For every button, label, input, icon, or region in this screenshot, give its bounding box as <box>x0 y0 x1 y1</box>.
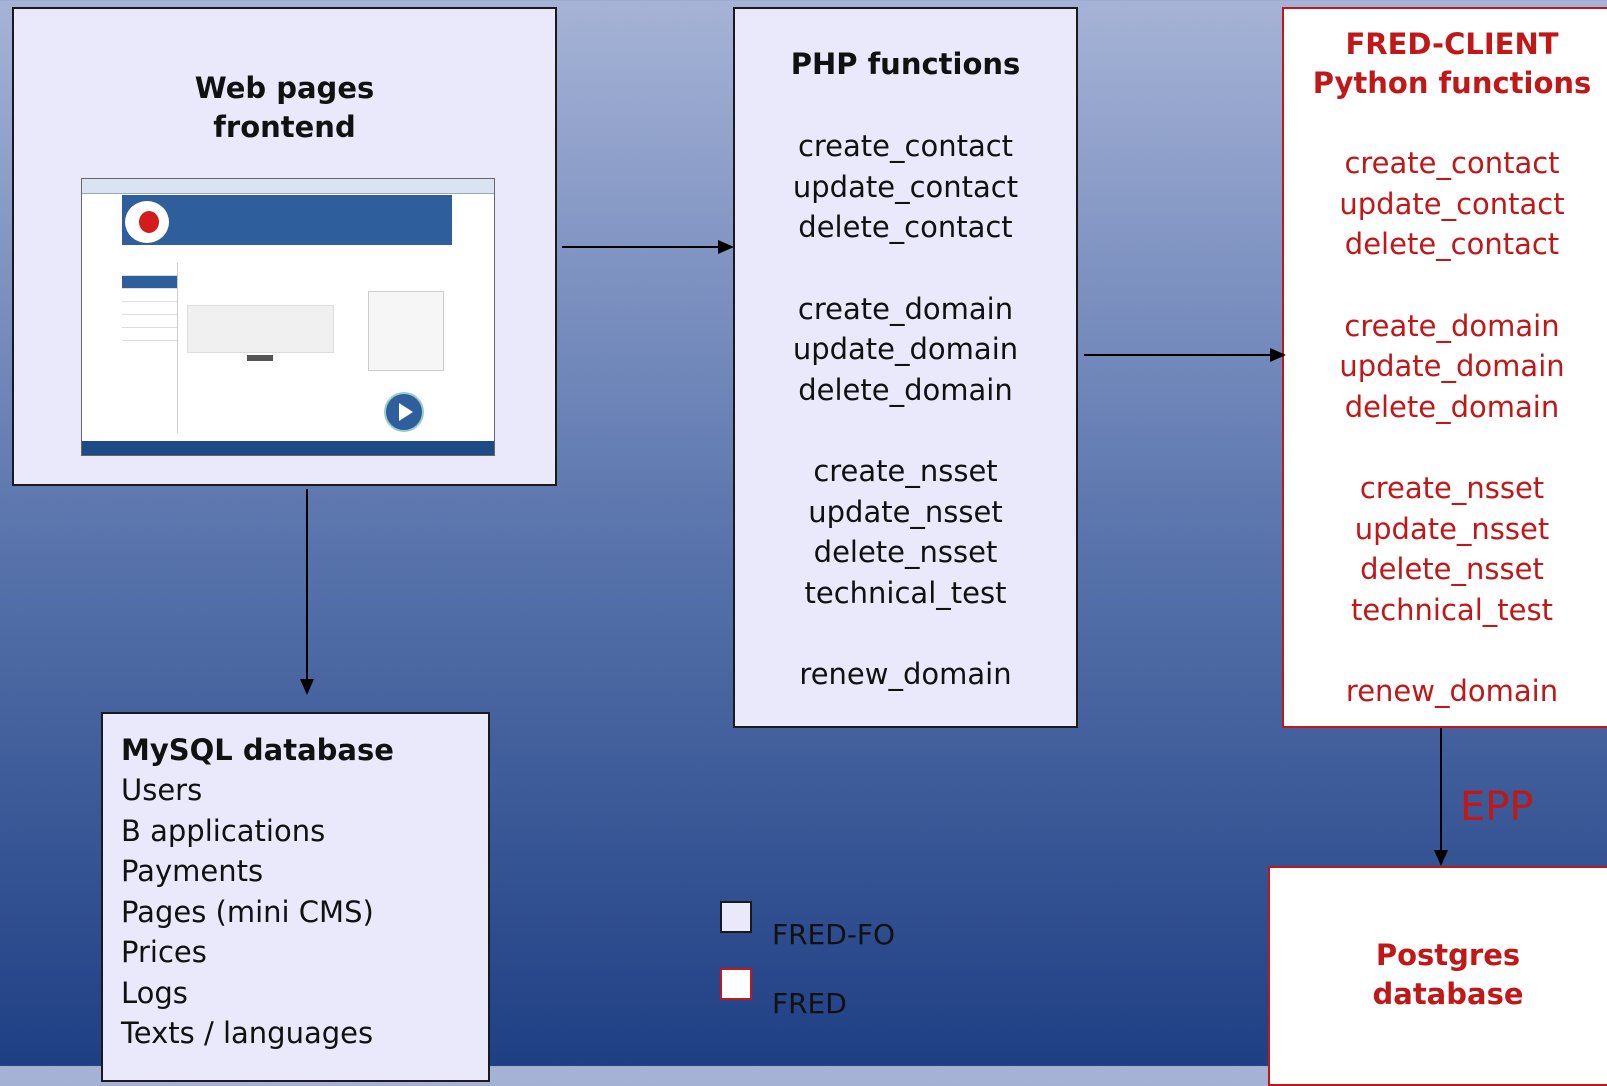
php-fn: delete_contact <box>798 210 1013 244</box>
legend-fo-swatch <box>720 901 752 933</box>
arrow-web-to-php <box>562 246 718 248</box>
python-fn: create_contact <box>1344 146 1560 180</box>
taskbar <box>82 441 494 455</box>
website-screenshot-thumbnail <box>81 178 495 456</box>
legend-fred-label: FRED <box>772 987 847 1020</box>
php-fn: delete_domain <box>798 372 1013 407</box>
python-fn: delete_domain <box>1344 389 1560 424</box>
fred-client-box: FRED-CLIENT Python functions create_cont… <box>1282 7 1607 728</box>
mysql-database-box: MySQL database Users B applications Paym… <box>101 712 490 1082</box>
php-fn: create_contact <box>797 129 1014 163</box>
site-header-banner <box>122 195 452 245</box>
python-fn: create_nsset <box>1359 471 1545 505</box>
arrow-web-to-mysql <box>306 489 308 679</box>
browser-bar <box>82 179 494 194</box>
web-pages-title-1: Web pages <box>194 71 375 105</box>
fred-client-function-list: create_contact update_contact delete_con… <box>1284 143 1607 712</box>
site-forward-button <box>247 355 273 361</box>
site-info-panel <box>368 291 444 371</box>
site-form <box>187 305 334 353</box>
python-fn: update_domain <box>1339 349 1565 383</box>
php-fn: delete_nsset <box>813 535 998 569</box>
mysql-item: Texts / languages <box>121 1016 374 1050</box>
php-functions-box: PHP functions create_contact update_cont… <box>733 7 1078 728</box>
site-sidebar <box>122 263 178 433</box>
epp-edge-label: EPP <box>1460 784 1534 830</box>
python-fn: update_nsset <box>1354 511 1550 546</box>
fo-logo <box>125 201 169 243</box>
mysql-item: Users <box>121 773 203 807</box>
arrowhead-right-icon <box>718 240 734 254</box>
python-fn: delete_contact <box>1344 227 1560 261</box>
play-icon <box>384 392 424 432</box>
python-fn: delete_nsset <box>1360 552 1544 586</box>
php-fn: renew_domain <box>799 657 1012 691</box>
mysql-title: MySQL database <box>121 733 394 767</box>
mysql-table-list: Users B applications Payments Pages (min… <box>121 770 488 1054</box>
python-fn: renew_domain <box>1345 674 1559 708</box>
postgres-title-1: Postgres <box>1375 938 1521 972</box>
arrow-fredclient-to-postgres <box>1440 728 1442 850</box>
php-function-list: create_contact update_contact delete_con… <box>735 126 1076 695</box>
python-fn: update_contact <box>1339 186 1565 221</box>
mysql-item: Prices <box>121 935 207 969</box>
php-functions-title: PHP functions <box>790 47 1021 81</box>
php-fn: technical_test <box>804 575 1007 610</box>
php-fn: update_contact <box>792 169 1019 204</box>
fred-client-title-1: FRED-CLIENT <box>1345 27 1559 61</box>
php-fn: create_domain <box>797 291 1014 326</box>
php-fn: update_domain <box>792 332 1019 366</box>
mysql-item: Pages (mini CMS) <box>121 894 374 929</box>
arrowhead-down-icon <box>300 679 314 695</box>
python-fn: create_domain <box>1344 308 1560 343</box>
mysql-item: B applications <box>121 813 326 848</box>
arrow-php-to-fredclient <box>1084 354 1270 356</box>
php-fn: create_nsset <box>813 454 998 488</box>
postgres-database-box: Postgres database <box>1268 866 1607 1086</box>
python-fn: technical_test <box>1351 592 1553 627</box>
fred-client-title-2: Python functions <box>1312 66 1592 100</box>
web-pages-title-2: frontend <box>213 110 356 144</box>
arrowhead-down-icon <box>1434 850 1448 866</box>
legend-fred-swatch <box>720 968 752 1000</box>
arrowhead-right-icon <box>1270 348 1286 362</box>
postgres-title-2: database <box>1372 977 1524 1011</box>
mysql-item: Logs <box>121 975 188 1010</box>
php-fn: update_nsset <box>808 494 1003 529</box>
legend-fo-label: FRED-FO <box>772 918 896 951</box>
mysql-item: Payments <box>121 854 264 888</box>
